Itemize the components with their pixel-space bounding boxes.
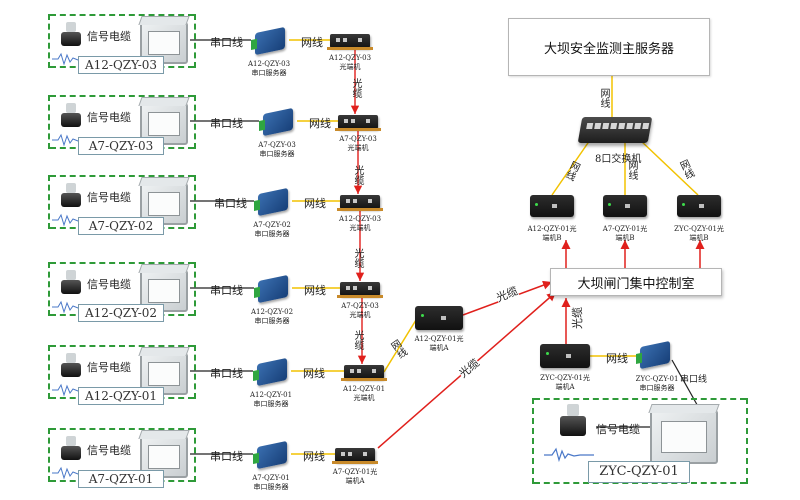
signal-cable-label: 信号电缆 — [87, 30, 131, 43]
serial-server-label: A12-QZY-01 串口服务器 — [249, 391, 293, 408]
wave-icon — [52, 383, 92, 397]
network-line-label: 网线 — [304, 197, 326, 210]
serial-line-label: 串口线 — [210, 367, 243, 380]
serial-line — [671, 359, 701, 411]
zyc-net-label: 网线 — [606, 352, 628, 365]
sensor-icon — [58, 353, 84, 379]
station-name: A7-QZY-02 — [78, 217, 164, 235]
station-name: A12-QZY-02 — [78, 304, 164, 322]
zyc-optical-label: ZYC-QZY-01光 端机A — [540, 374, 590, 391]
fiber-vertical-label: 光缆 — [352, 248, 363, 268]
cabinet — [138, 177, 190, 225]
sensor-icon — [58, 103, 84, 129]
optical-terminal — [332, 448, 378, 464]
serial-line-label: 串口线 — [210, 284, 243, 297]
zyc-serial-label: 串口线 — [680, 375, 708, 385]
serial-server-label: A12-QZY-02 串口服务器 — [250, 308, 294, 325]
zyc-sensor-icon — [555, 404, 591, 440]
network-line — [551, 139, 591, 196]
optical-terminal-label: A12-QZY-03 光端机 — [328, 54, 372, 71]
switch-label: 8口交换机 — [595, 154, 642, 165]
fiber-vertical-label: 光缆 — [352, 165, 363, 185]
zyc-optical-terminal — [540, 344, 590, 368]
receiver-label: A7-QZY-01光 端机B — [602, 225, 648, 242]
serial-server-label: A7-QZY-03 串口服务器 — [258, 141, 296, 158]
signal-cable-label: 信号电缆 — [87, 361, 131, 374]
optical-terminal-label: A7-QZY-03 光端机 — [341, 302, 379, 319]
serial-server-label: A7-QZY-01 串口服务器 — [252, 474, 290, 491]
optical-terminal-label: A12-QZY-03 光端机 — [338, 215, 382, 232]
network-line-label: 网线 — [303, 450, 325, 463]
fiber-label-right: 光缆 — [569, 307, 585, 329]
network-line-label: 网线 — [304, 284, 326, 297]
network-line — [383, 319, 417, 373]
zyc-signal-cable-label: 信号电缆 — [596, 423, 640, 436]
serial-server-label: A12-QZY-03 串口服务器 — [247, 60, 291, 77]
fiber-vertical-label: 光缆 — [352, 330, 363, 350]
serial-line-label: 串口线 — [214, 197, 247, 210]
serial-server-label: A7-QZY-02 串口服务器 — [253, 221, 291, 238]
zyc-wave-icon — [544, 447, 594, 463]
receiver-optical-terminal — [677, 195, 721, 217]
sensor-icon — [58, 436, 84, 462]
network-line — [639, 139, 699, 196]
wave-icon — [52, 52, 92, 66]
optical-terminal — [337, 282, 383, 298]
fiber-vertical-label: 光缆 — [350, 78, 361, 98]
optical-terminal-label: A7-QZY-03 光端机 — [339, 135, 377, 152]
serial-line-label: 串口线 — [210, 450, 243, 463]
optical-terminal — [341, 365, 387, 381]
serial-line-label: 串口线 — [210, 36, 243, 49]
network-line-label: 网线 — [301, 36, 323, 49]
receiver-label: ZYC-QZY-01光 端机B — [674, 225, 724, 242]
station-name: A12-QZY-03 — [78, 56, 164, 74]
wave-icon — [52, 300, 92, 314]
station-name: A7-QZY-03 — [78, 137, 164, 155]
sensor-icon — [58, 183, 84, 209]
main-monitoring-server: 大坝安全监测主服务器 — [508, 18, 710, 76]
sensor-icon — [58, 270, 84, 296]
receiver-label: A12-QZY-01光 端机B — [527, 225, 577, 242]
zyc-station-name: ZYC-QZY-01 — [588, 461, 690, 483]
wave-icon — [52, 213, 92, 227]
station-name: A12-QZY-01 — [78, 387, 164, 405]
eight-port-switch — [577, 117, 653, 143]
signal-cable-label: 信号电缆 — [87, 278, 131, 291]
serial-line-label: 串口线 — [210, 117, 243, 130]
station-name: A7-QZY-01 — [78, 470, 164, 488]
receiver-optical-terminal — [603, 195, 647, 217]
zyc-cabinet — [648, 404, 720, 464]
mid-optical-label: A12-QZY-01光 端机A — [414, 335, 464, 352]
signal-cable-label: 信号电缆 — [87, 444, 131, 457]
receiver-optical-terminal — [530, 195, 574, 217]
wave-icon — [52, 466, 92, 480]
mid-optical-terminal — [415, 306, 463, 330]
signal-cable-label: 信号电缆 — [87, 191, 131, 204]
station-zyc — [532, 398, 748, 484]
sensor-icon — [58, 22, 84, 48]
optical-terminal — [335, 115, 381, 131]
cabinet — [138, 97, 190, 145]
optical-terminal — [327, 34, 373, 50]
control-room: 大坝闸门集中控制室 — [550, 268, 722, 296]
signal-cable-label: 信号电缆 — [87, 111, 131, 124]
optical-terminal — [337, 195, 383, 211]
optical-terminal-label: A7-QZY-01光 端机A — [332, 468, 378, 485]
wave-icon — [52, 133, 92, 147]
receiver-link-label: 网线 — [626, 160, 637, 180]
server-switch-link-label: 网线 — [598, 88, 609, 108]
network-line-label: 网线 — [309, 117, 331, 130]
optical-terminal-label: A12-QZY-01 光端机 — [342, 385, 386, 402]
zyc-serial-server-label: ZYC-QZY-01 串口服务器 — [635, 375, 679, 392]
network-line-label: 网线 — [303, 367, 325, 380]
